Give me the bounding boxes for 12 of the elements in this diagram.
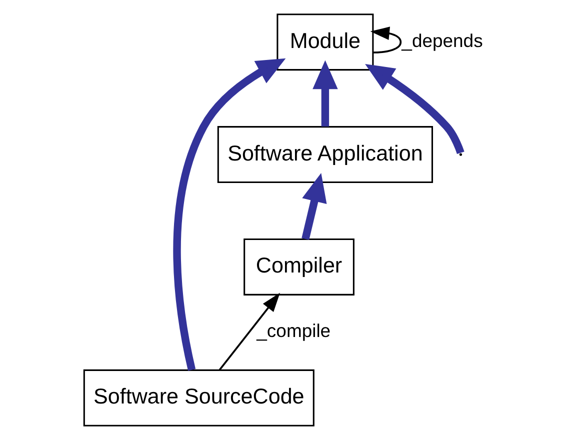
arrow xyxy=(312,60,338,127)
node-box: Software Application xyxy=(217,126,434,184)
arrow xyxy=(365,64,464,154)
arrow xyxy=(173,58,286,371)
edge-label: _depends xyxy=(402,30,483,51)
arrow xyxy=(302,172,327,240)
node-box: Module xyxy=(276,14,374,71)
node-box: Software SourceCode xyxy=(83,369,314,426)
edge-label: _compile xyxy=(256,320,331,342)
node-box: Compiler xyxy=(244,238,354,296)
arrow xyxy=(370,26,402,54)
arrow xyxy=(218,292,280,370)
